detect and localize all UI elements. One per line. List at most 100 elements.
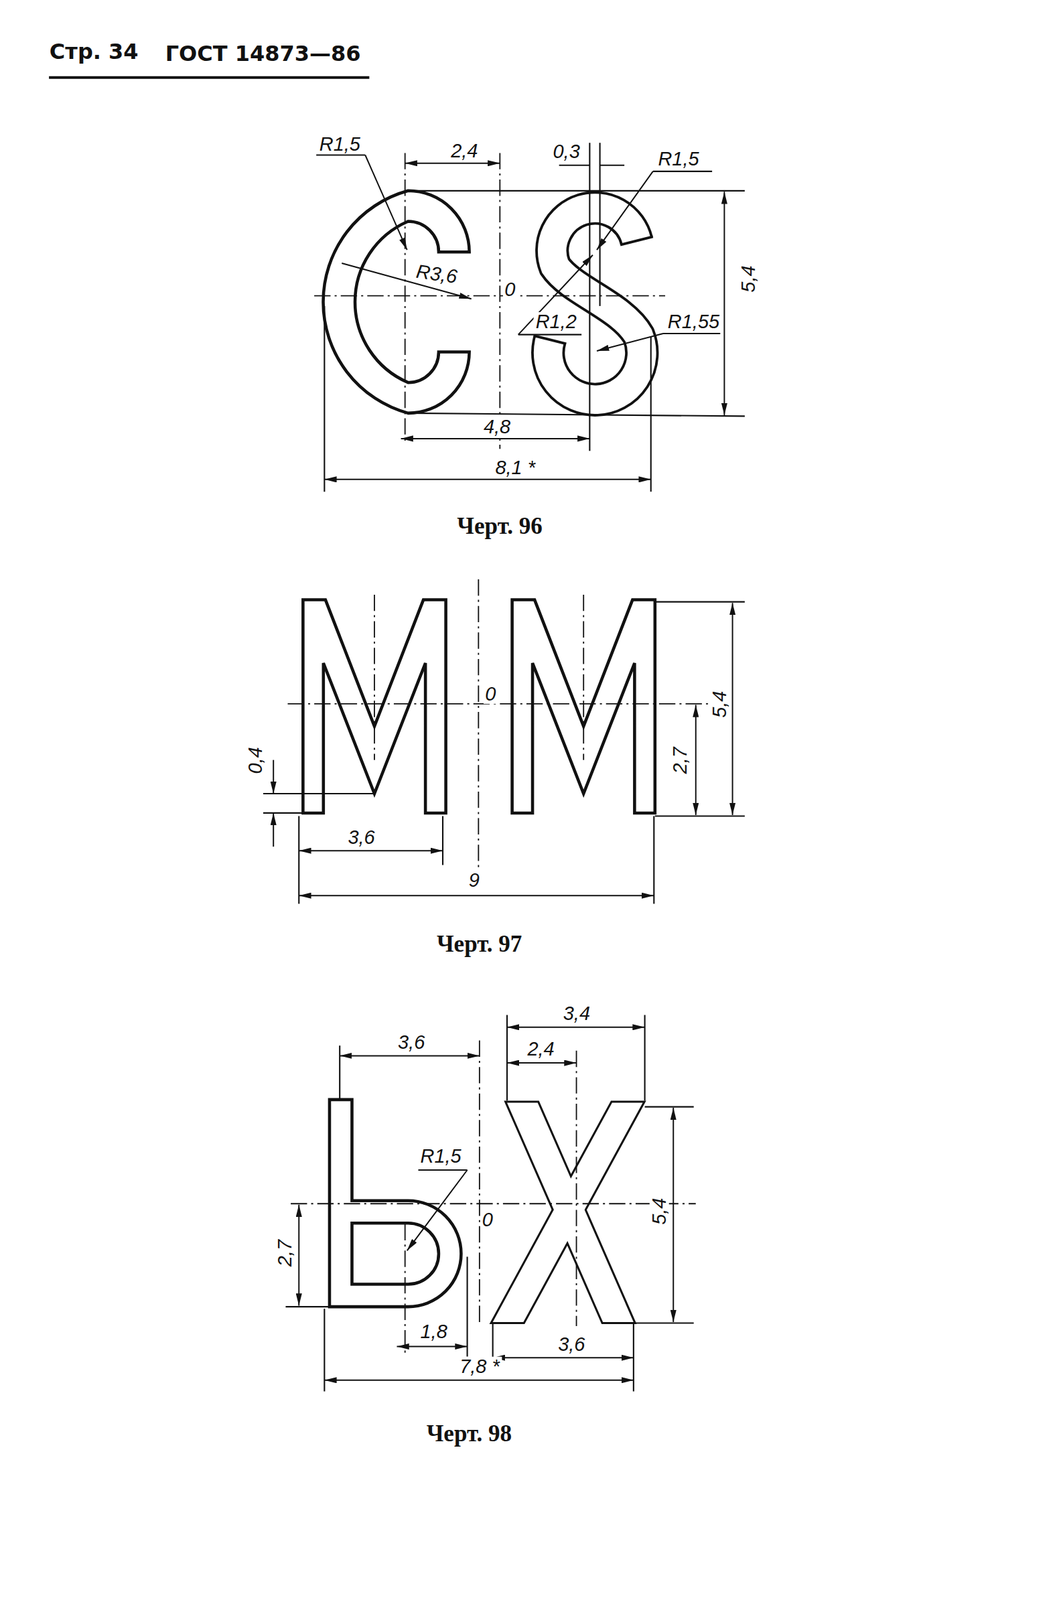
- dimension-lines: [263, 793, 374, 795]
- radius-label: R1,5: [317, 133, 363, 154]
- dimension-lines: [401, 438, 591, 440]
- dimension: 4,8: [481, 416, 513, 437]
- radius-label: R1,2: [533, 311, 579, 331]
- dimension: 9: [466, 869, 482, 889]
- dimension: 3,6: [345, 826, 377, 846]
- letter-s: [533, 335, 567, 344]
- dimension-lines: [576, 1050, 578, 1327]
- dimension-lines: [404, 152, 406, 441]
- dimension: 3,4: [561, 1003, 593, 1023]
- dimension-lines: [600, 164, 625, 167]
- header-rule: [48, 77, 370, 79]
- dimension-lines: [645, 1105, 694, 1108]
- origin-mark: 0: [502, 279, 518, 299]
- dimension-lines: [407, 413, 745, 417]
- dimension: 0,4: [245, 744, 266, 776]
- dimension-lines: [407, 190, 745, 192]
- dimension-lines: [263, 579, 745, 904]
- dimension: 2,7: [275, 1237, 295, 1268]
- letter-s: [533, 207, 654, 400]
- letter-kha: [492, 1102, 644, 1322]
- dimension: 2,4: [448, 139, 480, 160]
- dimension-lines: [599, 142, 601, 307]
- dimension-lines: [298, 1205, 300, 1307]
- dimension-lines: [324, 478, 651, 481]
- dimension-lines: [655, 815, 745, 817]
- dimension: 2,4: [525, 1038, 556, 1059]
- dimension: 2,7: [669, 744, 690, 776]
- dimension-lines: [672, 1107, 674, 1323]
- dimension-lines: [442, 815, 444, 865]
- dimension-lines: [634, 1322, 694, 1324]
- dimension: 3,6: [395, 1032, 427, 1052]
- radius-label: R1,5: [655, 148, 701, 169]
- dimension-lines: [285, 1306, 329, 1308]
- figure-caption: Черт. 96: [454, 513, 545, 538]
- dimension-lines: [404, 1224, 406, 1358]
- dimension-lines: [339, 1054, 480, 1057]
- dimension-lines: [323, 1308, 325, 1392]
- dimension-lines: [314, 295, 666, 297]
- letter-kha: [492, 1102, 644, 1322]
- dimension-lines: [588, 142, 591, 451]
- header-rule: [48, 76, 370, 80]
- dimension: 5,4: [738, 263, 758, 295]
- dimension-lines: [288, 703, 715, 705]
- dimension-lines: [263, 812, 303, 814]
- dimension-lines: [365, 155, 407, 251]
- figure-caption: Черт. 98: [424, 1421, 515, 1445]
- dimension-lines: [478, 1040, 481, 1327]
- dimension-lines: [373, 594, 376, 761]
- dimension-lines: [582, 594, 585, 761]
- dimension-lines: [653, 170, 713, 173]
- dimension-lines: [663, 332, 721, 335]
- dimension-lines: [285, 1014, 696, 1392]
- dimension-lines: [596, 333, 664, 351]
- letter-s: [547, 207, 642, 400]
- dimension-lines: [596, 171, 654, 250]
- origin-mark: 0: [480, 1209, 495, 1230]
- letter-s: [547, 207, 642, 400]
- letter-s: [620, 236, 654, 245]
- dimension-lines: [396, 1346, 467, 1348]
- dimension: 5,4: [649, 1195, 670, 1227]
- dimension-lines: [518, 255, 593, 335]
- standard-number: ГОСТ 14873—86: [163, 43, 364, 65]
- dimension-lines: [466, 1256, 469, 1357]
- dimension-lines: [405, 162, 501, 165]
- page-number: Стр. 34: [47, 41, 141, 63]
- dimension-lines: [732, 602, 734, 816]
- dimension-lines: [323, 306, 325, 492]
- origin-mark: 0: [482, 683, 498, 704]
- dimension: 5,4: [710, 688, 730, 720]
- radius-label: R3,6: [413, 260, 461, 287]
- dimension-lines: [653, 815, 655, 904]
- dimension-lines: [314, 142, 745, 492]
- dimension-lines: [338, 1045, 341, 1099]
- dimension-lines: [559, 164, 591, 167]
- dimension-lines: [492, 1357, 634, 1359]
- dimension-lines: [695, 704, 697, 815]
- dimension-lines: [655, 601, 745, 603]
- dimension: 7,8 *: [457, 1356, 502, 1376]
- dimension-lines: [499, 152, 501, 449]
- dimension-lines: [477, 579, 479, 870]
- letter-kha: [492, 1102, 644, 1322]
- dimension-lines: [507, 1062, 577, 1064]
- dimension-lines: [417, 1169, 467, 1171]
- radius-label: R1,5: [417, 1146, 463, 1166]
- dimension-lines: [518, 334, 582, 336]
- dimension-lines: [272, 813, 274, 847]
- dimension-lines: [723, 191, 725, 416]
- dimension-lines: [290, 1203, 696, 1205]
- dimension: 1,8: [417, 1321, 449, 1341]
- dimension-lines: [324, 1379, 633, 1382]
- dimension-lines: [298, 894, 654, 897]
- figure-caption: Черт. 97: [434, 931, 525, 956]
- dimension: 3,6: [555, 1333, 587, 1354]
- dimension: 0,3: [550, 141, 582, 161]
- dimension-lines: [650, 336, 652, 493]
- dimension-lines: [407, 1170, 468, 1251]
